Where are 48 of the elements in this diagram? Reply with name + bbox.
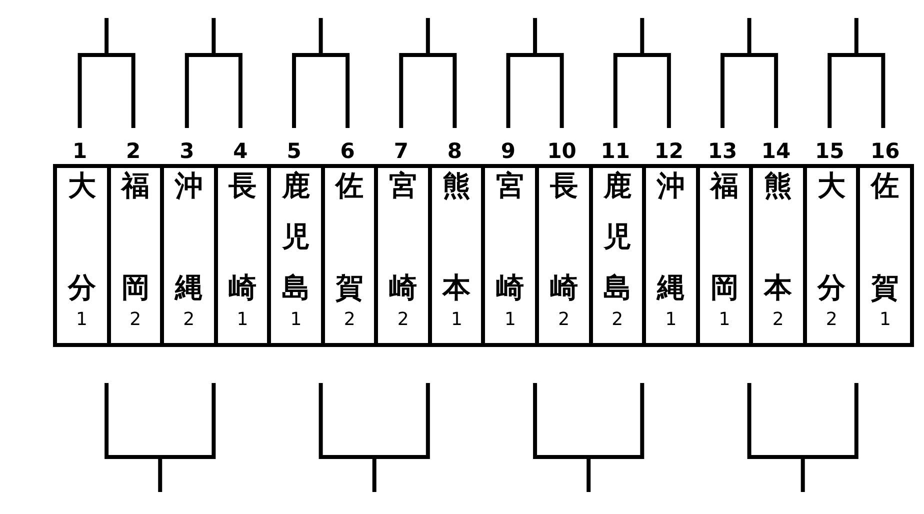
seat-number: 4 bbox=[233, 138, 248, 164]
seed-number: 1 bbox=[450, 308, 462, 332]
prefecture-name: 宮崎 bbox=[496, 170, 524, 304]
seed-number: 1 bbox=[236, 308, 248, 332]
seed-number: 2 bbox=[826, 308, 838, 332]
seat-number: 13 bbox=[708, 138, 738, 164]
seat-number: 5 bbox=[286, 138, 302, 164]
seat-number: 3 bbox=[180, 138, 194, 164]
prefecture-name: 長崎 bbox=[550, 170, 578, 304]
prefecture-name: 鹿児島 bbox=[282, 170, 310, 304]
prefecture-name: 大分 bbox=[68, 170, 96, 304]
seat-number: 15 bbox=[814, 138, 844, 164]
prefecture-name: 福岡 bbox=[710, 170, 738, 304]
seat-number: 7 bbox=[394, 138, 408, 164]
prefecture-name: 沖縄 bbox=[174, 170, 203, 304]
seed-number: 2 bbox=[130, 308, 142, 332]
seat-number: 9 bbox=[500, 138, 516, 164]
prefecture-name: 佐賀 bbox=[336, 170, 364, 304]
seat-number: 8 bbox=[447, 138, 462, 164]
seed-number: 2 bbox=[612, 308, 624, 332]
seat-number: 14 bbox=[761, 138, 791, 164]
seed-number: 1 bbox=[76, 308, 88, 332]
seed-number: 1 bbox=[879, 308, 891, 332]
prefecture-name: 熊本 bbox=[442, 170, 471, 304]
seed-number: 1 bbox=[665, 308, 677, 332]
seed-number: 1 bbox=[504, 308, 516, 332]
seed-number: 2 bbox=[772, 308, 784, 332]
seed-number: 2 bbox=[183, 308, 195, 332]
seed-number: 2 bbox=[397, 308, 409, 332]
seat-number: 1 bbox=[72, 138, 88, 164]
seed-number: 1 bbox=[290, 308, 302, 332]
prefecture-name: 福岡 bbox=[121, 170, 150, 304]
seat-number: 2 bbox=[126, 138, 141, 164]
seed-number: 1 bbox=[718, 308, 730, 332]
seed-number: 2 bbox=[558, 308, 570, 332]
prefecture-name: 沖縄 bbox=[656, 170, 685, 304]
prefecture-name: 大分 bbox=[818, 170, 846, 304]
prefecture-name: 長崎 bbox=[228, 170, 256, 304]
seat-number: 12 bbox=[654, 138, 684, 164]
prefecture-name: 佐賀 bbox=[871, 170, 900, 304]
seat-number: 6 bbox=[340, 138, 355, 164]
prefecture-name: 鹿児島 bbox=[603, 170, 632, 304]
seat-number: 11 bbox=[600, 138, 630, 164]
seat-number: 16 bbox=[870, 138, 900, 164]
seat-number: 10 bbox=[547, 138, 576, 164]
prefecture-name: 宮崎 bbox=[389, 170, 418, 304]
prefecture-name: 熊本 bbox=[764, 170, 792, 304]
seed-number: 2 bbox=[344, 308, 356, 332]
